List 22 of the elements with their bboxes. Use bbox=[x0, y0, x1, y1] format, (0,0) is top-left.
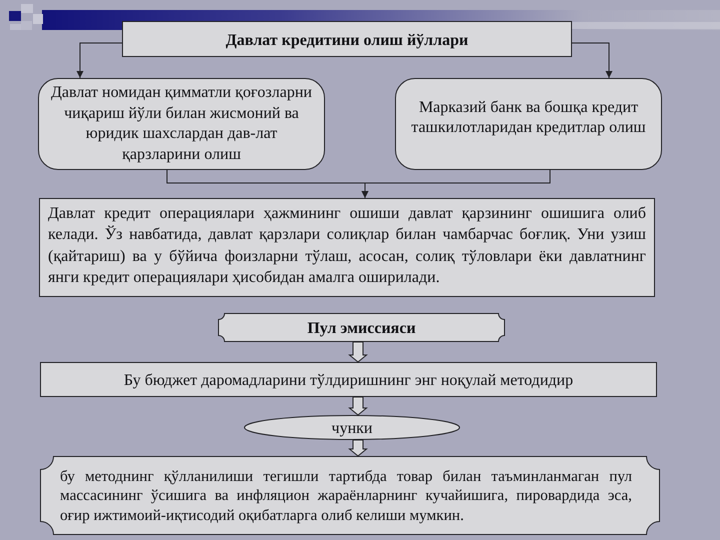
label-text: чунки bbox=[332, 419, 372, 438]
arrow bbox=[76, 42, 122, 78]
text-panel bbox=[40, 362, 657, 397]
paragraph-text: бу методнинг қўлланилиши тегишли тартибда товар билан таъминланмаган пул массасининг ўсишига ва инфляцион жараёнларнинг кучайишига, пировардида эса, оғир ижтимоий-иқтисодий оқибатларга олиб келиши мумкин. bbox=[60, 466, 632, 526]
block-arrow bbox=[348, 342, 368, 363]
scroll-plaque bbox=[218, 313, 505, 342]
scroll-plaque bbox=[40, 456, 660, 535]
label-text: Давлат номидан қимматли қоғозларни чиқариш йўли билан жисмоний ва юридик шахслардан дав-лат қарзларини олиш bbox=[50, 83, 313, 164]
arrow bbox=[362, 170, 550, 198]
rounded-box bbox=[395, 78, 662, 170]
heading-box bbox=[122, 21, 572, 57]
block-arrow bbox=[348, 440, 368, 457]
paragraph-text: Давлат кредит операциялари ҳажмининг ошиши давлат қарзининг ошишига олиб келади. Ўз навбатида, давлат қарзлари солиқлар билан чамбарчас боғлиқ. Уни узиш (қайтариш) ва у бўйича фоизларни тўлаш, асосан, солиқ тўловлари ёки давлатнинг янги кредит операциялари ҳисобидан амалга оширилади. bbox=[48, 204, 646, 288]
block-arrow bbox=[348, 396, 368, 416]
label-text: Марказий банк ва бошқа кредит ташкилотларидан кредитлар олиш bbox=[410, 98, 647, 138]
heading-text: Давлат кредитини олиш йўллари bbox=[226, 30, 468, 50]
ellipse-shape bbox=[244, 415, 460, 440]
arrow bbox=[572, 42, 612, 78]
heading-text: Пул эмиссияси bbox=[307, 319, 416, 338]
text-panel bbox=[39, 198, 655, 297]
label-text: Бу бюджет даромадларини тўлдиришнинг энг ноқулай методидир bbox=[124, 371, 574, 390]
rounded-box bbox=[38, 78, 325, 170]
